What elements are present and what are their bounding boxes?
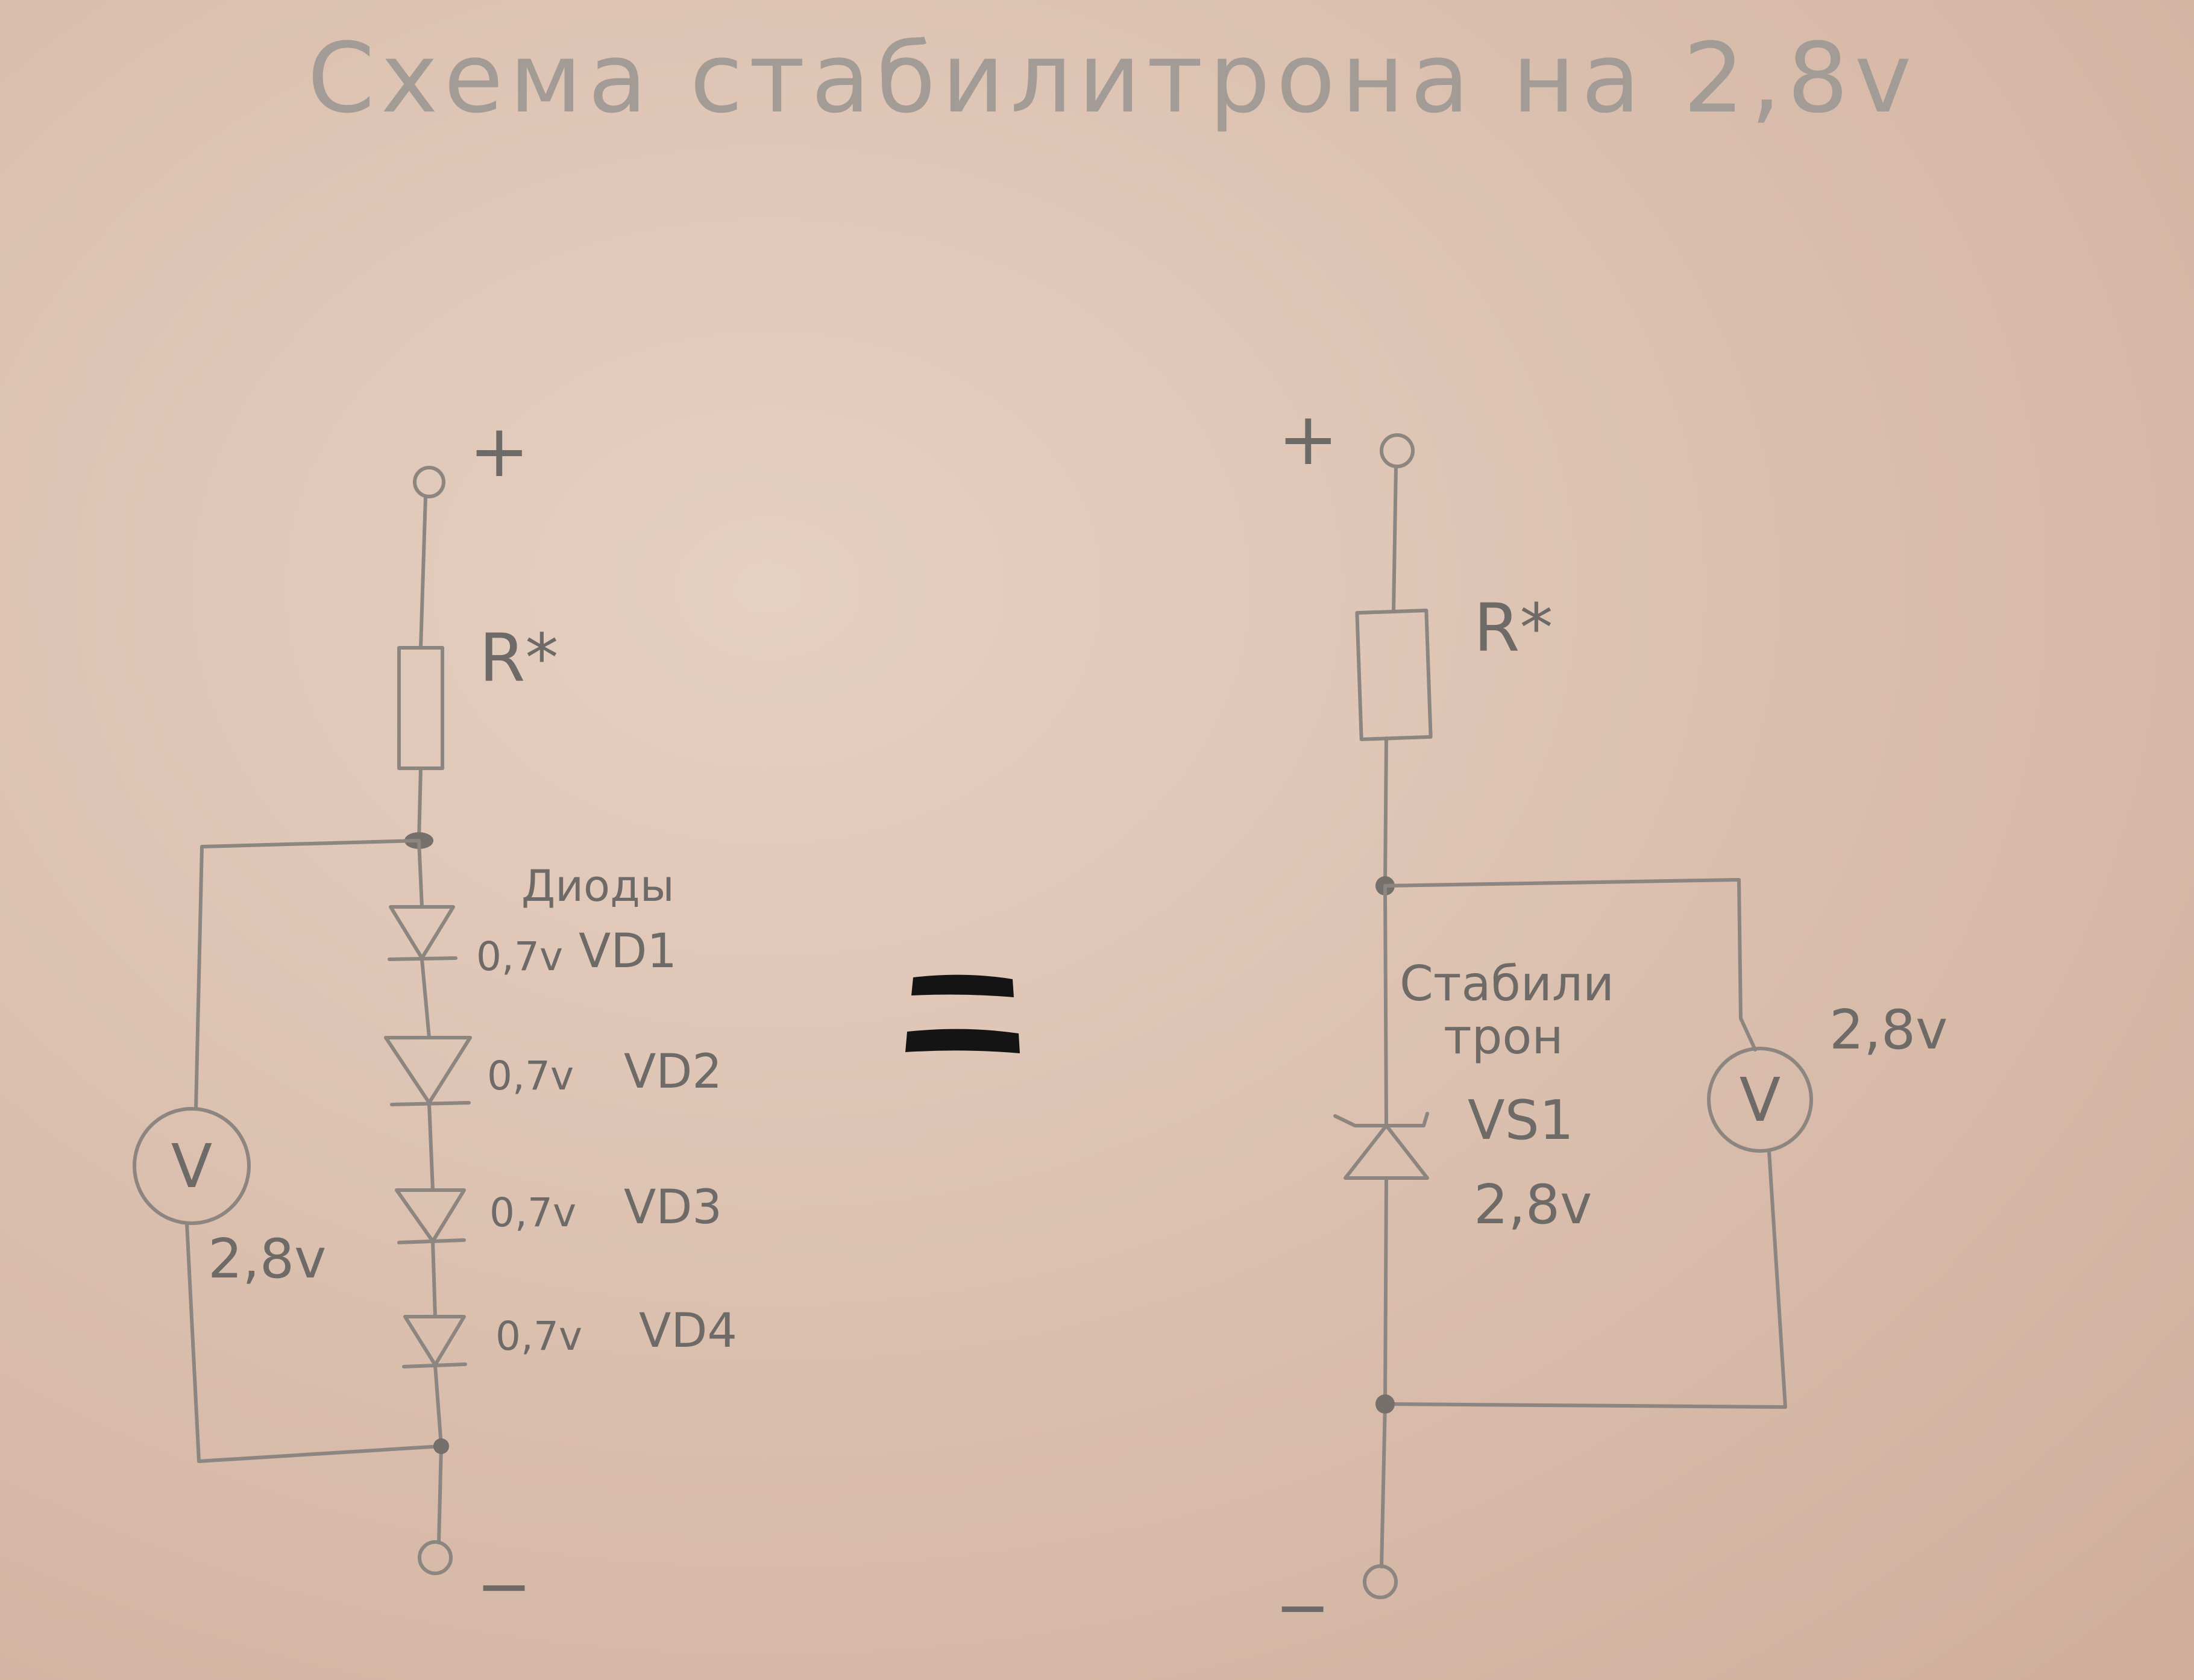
left-resistor bbox=[397, 646, 444, 770]
vd2-voltage: 0,7v bbox=[487, 1053, 574, 1099]
page-title: Схема стабилитрона на 2,8v bbox=[307, 22, 1917, 134]
left-voltmeter-reading: 2,8v bbox=[208, 1227, 326, 1291]
vd2-ref: VD2 bbox=[624, 1045, 722, 1099]
zener-voltage: 2,8v bbox=[1474, 1173, 1592, 1236]
right-voltmeter-reading: 2,8v bbox=[1829, 998, 1947, 1062]
vd4-ref: VD4 bbox=[639, 1304, 737, 1358]
left-plus-terminal bbox=[413, 466, 445, 498]
zener-ref: VS1 bbox=[1468, 1089, 1574, 1152]
left-vm-wire-top bbox=[194, 839, 421, 1111]
diode-vd3 bbox=[395, 1188, 466, 1244]
right-resistor-label: R* bbox=[1474, 589, 1553, 666]
diode-vd1 bbox=[388, 905, 457, 961]
left-voltmeter bbox=[133, 1107, 251, 1225]
left-plus-label: + bbox=[469, 410, 530, 494]
diodes-label: Диоды bbox=[521, 860, 674, 911]
right-vm-wire-bottom bbox=[1385, 1149, 1787, 1409]
right-wire-bottom bbox=[1380, 1176, 1388, 1569]
left-voltmeter-symbol: V bbox=[171, 1131, 212, 1202]
left-wire-d2 bbox=[420, 958, 431, 1039]
left-wire-d1 bbox=[417, 839, 424, 909]
left-wire-r-node bbox=[417, 766, 423, 842]
right-resistor bbox=[1355, 609, 1433, 741]
right-minus-terminal bbox=[1363, 1564, 1398, 1599]
right-wire-zener-top bbox=[1383, 884, 1388, 1127]
left-vm-wire-bottom bbox=[185, 1221, 443, 1463]
zener-label-line2: трон bbox=[1444, 1009, 1564, 1065]
left-minus-terminal bbox=[418, 1540, 453, 1575]
zener-label-line1: Стабили bbox=[1400, 956, 1614, 1012]
diode-vd4 bbox=[402, 1315, 467, 1368]
vd3-ref: VD3 bbox=[624, 1180, 722, 1235]
vd4-voltage: 0,7v bbox=[495, 1313, 582, 1359]
right-plus-terminal bbox=[1380, 433, 1415, 468]
equals-sign bbox=[905, 974, 1020, 1053]
left-wire-bottom bbox=[433, 1364, 443, 1544]
zener-diode-vs1 bbox=[1333, 1112, 1429, 1180]
left-wire-top bbox=[419, 495, 427, 650]
right-circuit: + R* V 2,8v Стабили трон VS1 2,8v − bbox=[1275, 398, 1947, 1646]
left-resistor-label: R* bbox=[479, 619, 558, 697]
left-minus-label: − bbox=[476, 1547, 532, 1625]
left-circuit: + R* V 2,8v Диоды 0,7v VD1 0,7v VD2 bbox=[133, 410, 737, 1625]
right-wire-top bbox=[1392, 465, 1398, 613]
left-bottom-node bbox=[433, 1438, 449, 1454]
right-bottom-node bbox=[1375, 1394, 1395, 1414]
right-voltmeter-symbol: V bbox=[1740, 1065, 1781, 1135]
vd1-ref: VD1 bbox=[579, 924, 677, 979]
right-minus-label: − bbox=[1275, 1569, 1330, 1646]
right-plus-label: + bbox=[1278, 398, 1339, 481]
left-wire-d3 bbox=[427, 1102, 435, 1192]
right-voltmeter bbox=[1707, 1047, 1813, 1153]
vd3-voltage: 0,7v bbox=[489, 1189, 576, 1236]
diode-vd2 bbox=[384, 1036, 472, 1106]
left-wire-d4 bbox=[431, 1240, 437, 1318]
vd1-voltage: 0,7v bbox=[476, 933, 563, 980]
right-vm-wire-top bbox=[1383, 878, 1757, 1052]
right-wire-r-node bbox=[1383, 736, 1388, 888]
